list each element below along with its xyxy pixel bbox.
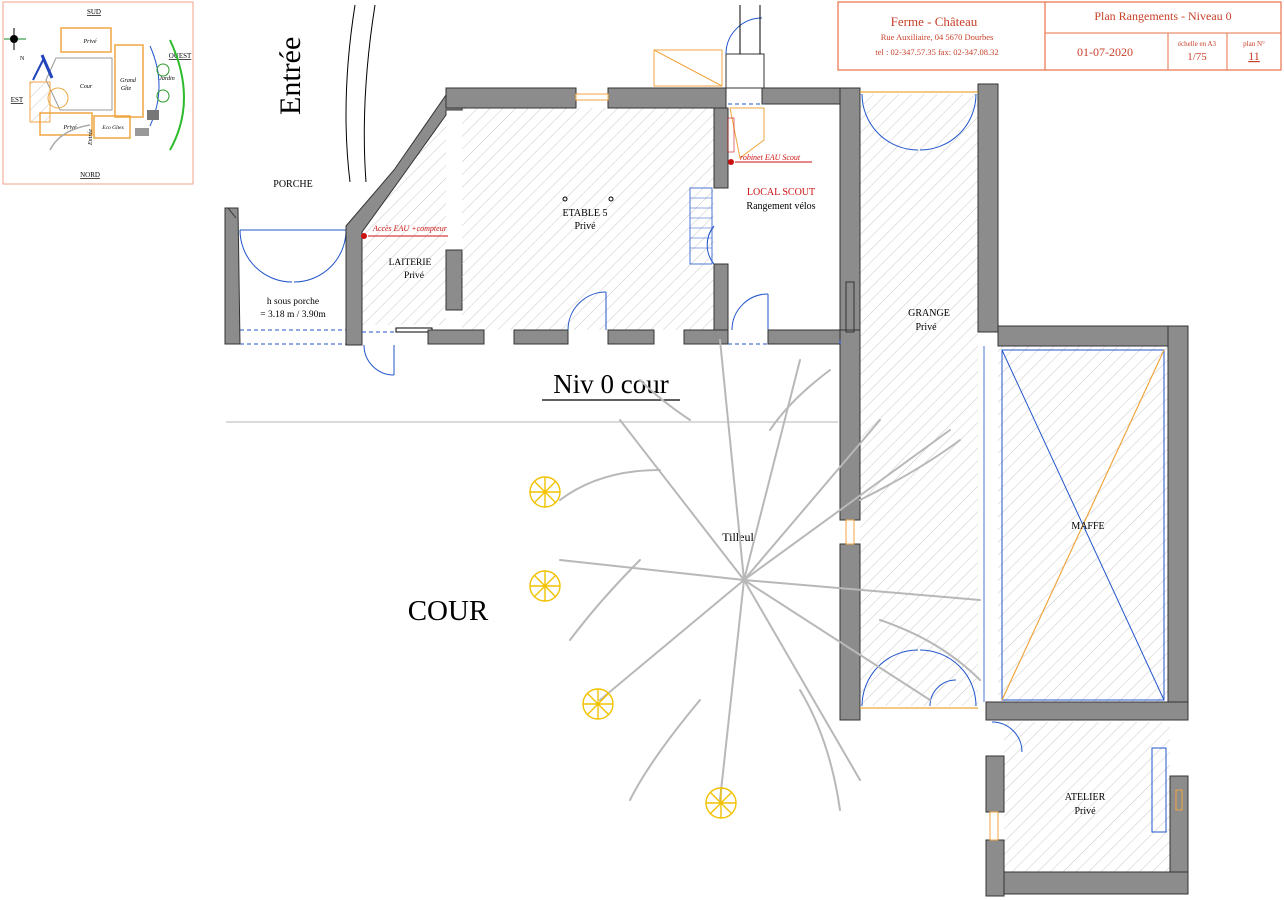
laiterie-prive: Privé [404, 271, 424, 281]
company-name: Ferme - Château [891, 14, 978, 29]
plan-number: 11 [1248, 49, 1260, 63]
porche-height-2: = 3.18 m / 3.90m [260, 310, 326, 320]
minimap-sud: SUD [87, 8, 101, 16]
acces-eau-label: Accès EAU +compteur [372, 224, 448, 233]
title-block: Ferme - Château Rue Auxiliaire, 04 5670 … [837, 1, 1282, 71]
plan-date: 01-07-2020 [1077, 45, 1133, 59]
sun-tree-icon [529, 476, 737, 819]
minimap-grand: Grand [120, 78, 137, 84]
tilleul-label: Tilleul [722, 530, 754, 544]
atelier-room [1004, 722, 1170, 872]
scale-label: échelle en A3 [1178, 40, 1217, 48]
grange-prive: Privé [915, 322, 937, 333]
minimap-prive-top: Privé [83, 39, 97, 45]
grange-label: GRANGE [908, 308, 950, 319]
grange-room [860, 94, 978, 706]
company-address: Rue Auxiliaire, 04 5670 Dourbes [881, 32, 994, 42]
laiterie-label: LAITERIE [389, 258, 432, 268]
entree-label: Entrée [274, 37, 307, 115]
plan-title: Plan Rangements - Niveau 0 [1094, 9, 1231, 23]
minimap-nord: NORD [80, 171, 100, 179]
etable-room [462, 108, 714, 330]
minimap-gite: Gîte [121, 86, 132, 92]
company-phone: tel : 02-347.57.35 fax: 02-347.08.32 [875, 47, 998, 57]
etable-prive: Privé [574, 221, 596, 232]
porche-height-1: h sous porche [267, 297, 319, 307]
cour-label: COUR [408, 595, 489, 627]
porche-label: PORCHE [273, 179, 312, 190]
minimap-entree: Entrée [88, 129, 94, 146]
minimap-ouest: OUEST [169, 52, 192, 60]
maffe-label: MAFFE [1071, 521, 1104, 532]
rangement-velos: Rangement vélos [746, 201, 815, 212]
minimap-north: N [20, 56, 25, 62]
plan-number-label: plan N° [1243, 40, 1265, 48]
site-minimap: SUD NORD EST OUEST N Privé Grand Gîte Co… [2, 1, 194, 185]
stairs [689, 187, 715, 265]
minimap-eco-gites: Eco Gîtes [101, 125, 124, 131]
scout-tap-marker [728, 159, 734, 165]
local-scout-label: LOCAL SCOUT [747, 187, 815, 198]
atelier-label: ATELIER [1065, 792, 1106, 803]
minimap-prive-bottom: Privé [63, 125, 77, 131]
laiterie-room [362, 112, 446, 325]
minimap-jardin: Jardin [159, 76, 174, 82]
atelier-prive: Privé [1074, 806, 1096, 817]
linden-tree [559, 339, 981, 811]
minimap-est: EST [11, 96, 24, 104]
niv0-label: Niv 0 cour [553, 369, 668, 399]
water-access-marker [361, 233, 367, 239]
minimap-cour: Cour [80, 84, 93, 90]
etable-label: ETABLE 5 [562, 208, 607, 219]
scale-value: 1/75 [1187, 51, 1207, 63]
compass-icon: N [4, 28, 26, 62]
robinet-label: robinet EAU Scout [740, 153, 801, 162]
